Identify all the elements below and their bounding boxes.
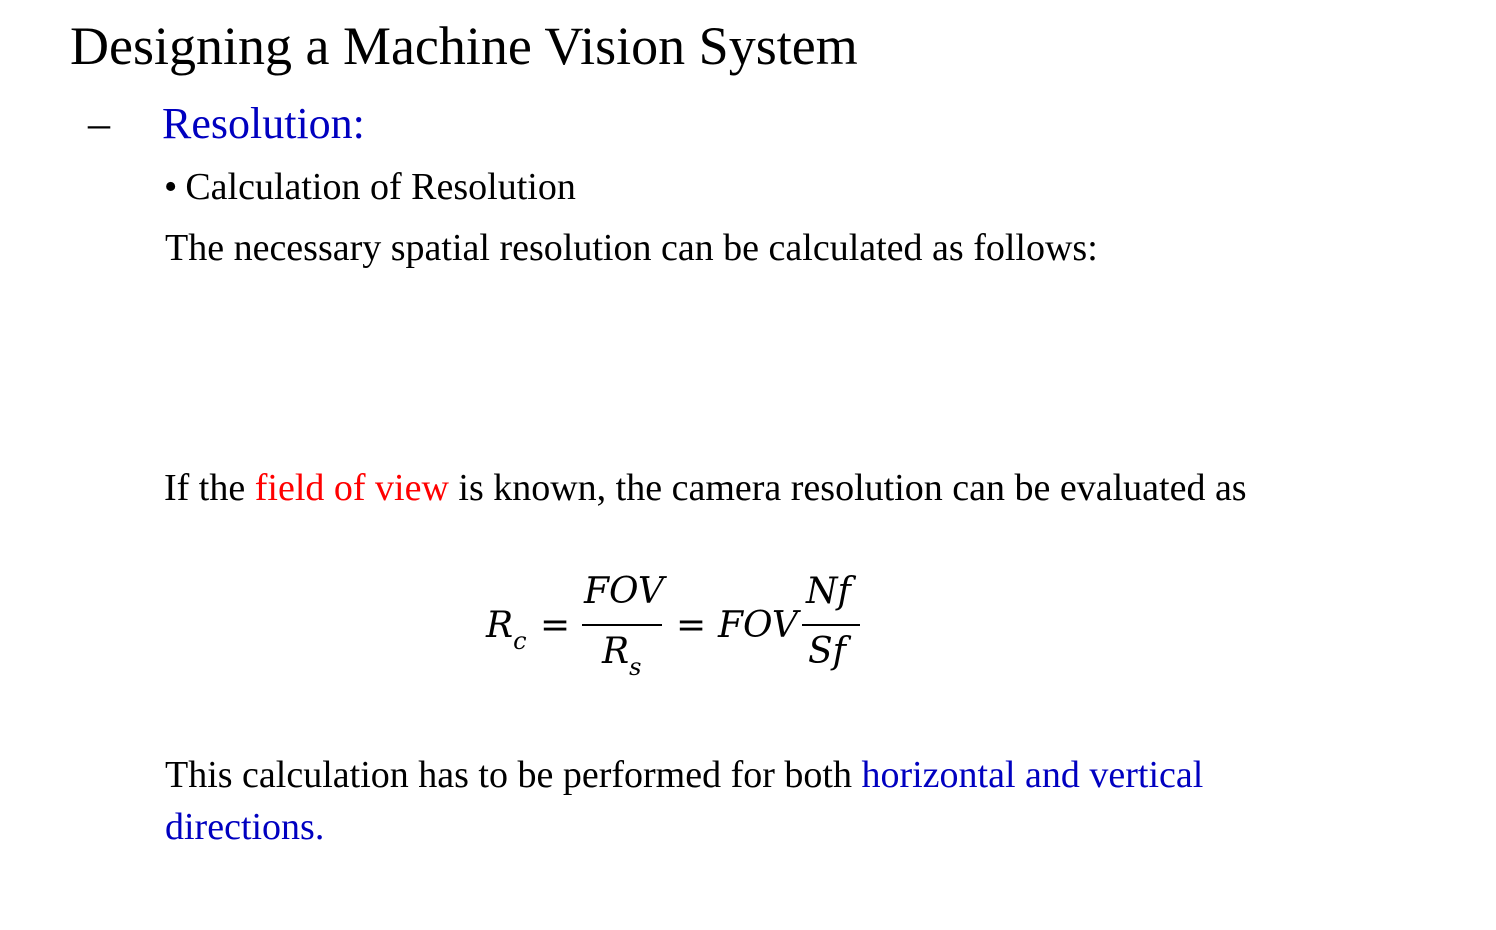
fov-highlight: field of view xyxy=(254,467,449,509)
slide-title: Designing a Machine Vision System xyxy=(70,16,858,76)
fov-paragraph: If the field of view is known, the camer… xyxy=(164,466,1247,510)
eq-equals-1: = xyxy=(540,605,571,646)
section-label: Resolution: xyxy=(162,99,365,148)
bullet-item: •Calculation of Resolution xyxy=(164,165,576,209)
eq-lhs: Rc xyxy=(486,605,527,656)
eq-frac1-bar xyxy=(582,624,662,626)
eq-factor: FOV xyxy=(718,605,798,646)
closing-paragraph: This calculation has to be performed for… xyxy=(165,749,1325,853)
eq-frac1-den-symbol: R xyxy=(602,631,630,672)
eq-frac1-numerator: FOV xyxy=(584,571,664,612)
intro-paragraph: The necessary spatial resolution can be … xyxy=(165,227,1098,269)
fov-text-before: If the xyxy=(164,467,255,509)
bullet-dot: • xyxy=(164,166,178,208)
resolution-equation: Rc = FOV Rs = FOV Nf Sf xyxy=(484,570,874,682)
eq-equals-2: = xyxy=(676,605,707,646)
section-dash: – xyxy=(88,99,110,148)
closing-highlight: horizontal and vertical directions. xyxy=(165,754,1204,848)
eq-frac2-bar xyxy=(802,624,860,626)
closing-text-before: This calculation has to be performed for… xyxy=(165,754,862,796)
eq-frac2-denominator: Sf xyxy=(808,631,846,672)
fov-text-after: is known, the camera resolution can be e… xyxy=(448,467,1247,509)
eq-frac2-numerator: Nf xyxy=(806,571,851,612)
eq-lhs-symbol: R xyxy=(486,605,514,646)
eq-lhs-subscript: c xyxy=(513,627,527,655)
eq-frac1-den-subscript: s xyxy=(629,653,642,681)
bullet-text: Calculation of Resolution xyxy=(185,166,576,208)
eq-frac1-denominator: Rs xyxy=(602,631,641,682)
